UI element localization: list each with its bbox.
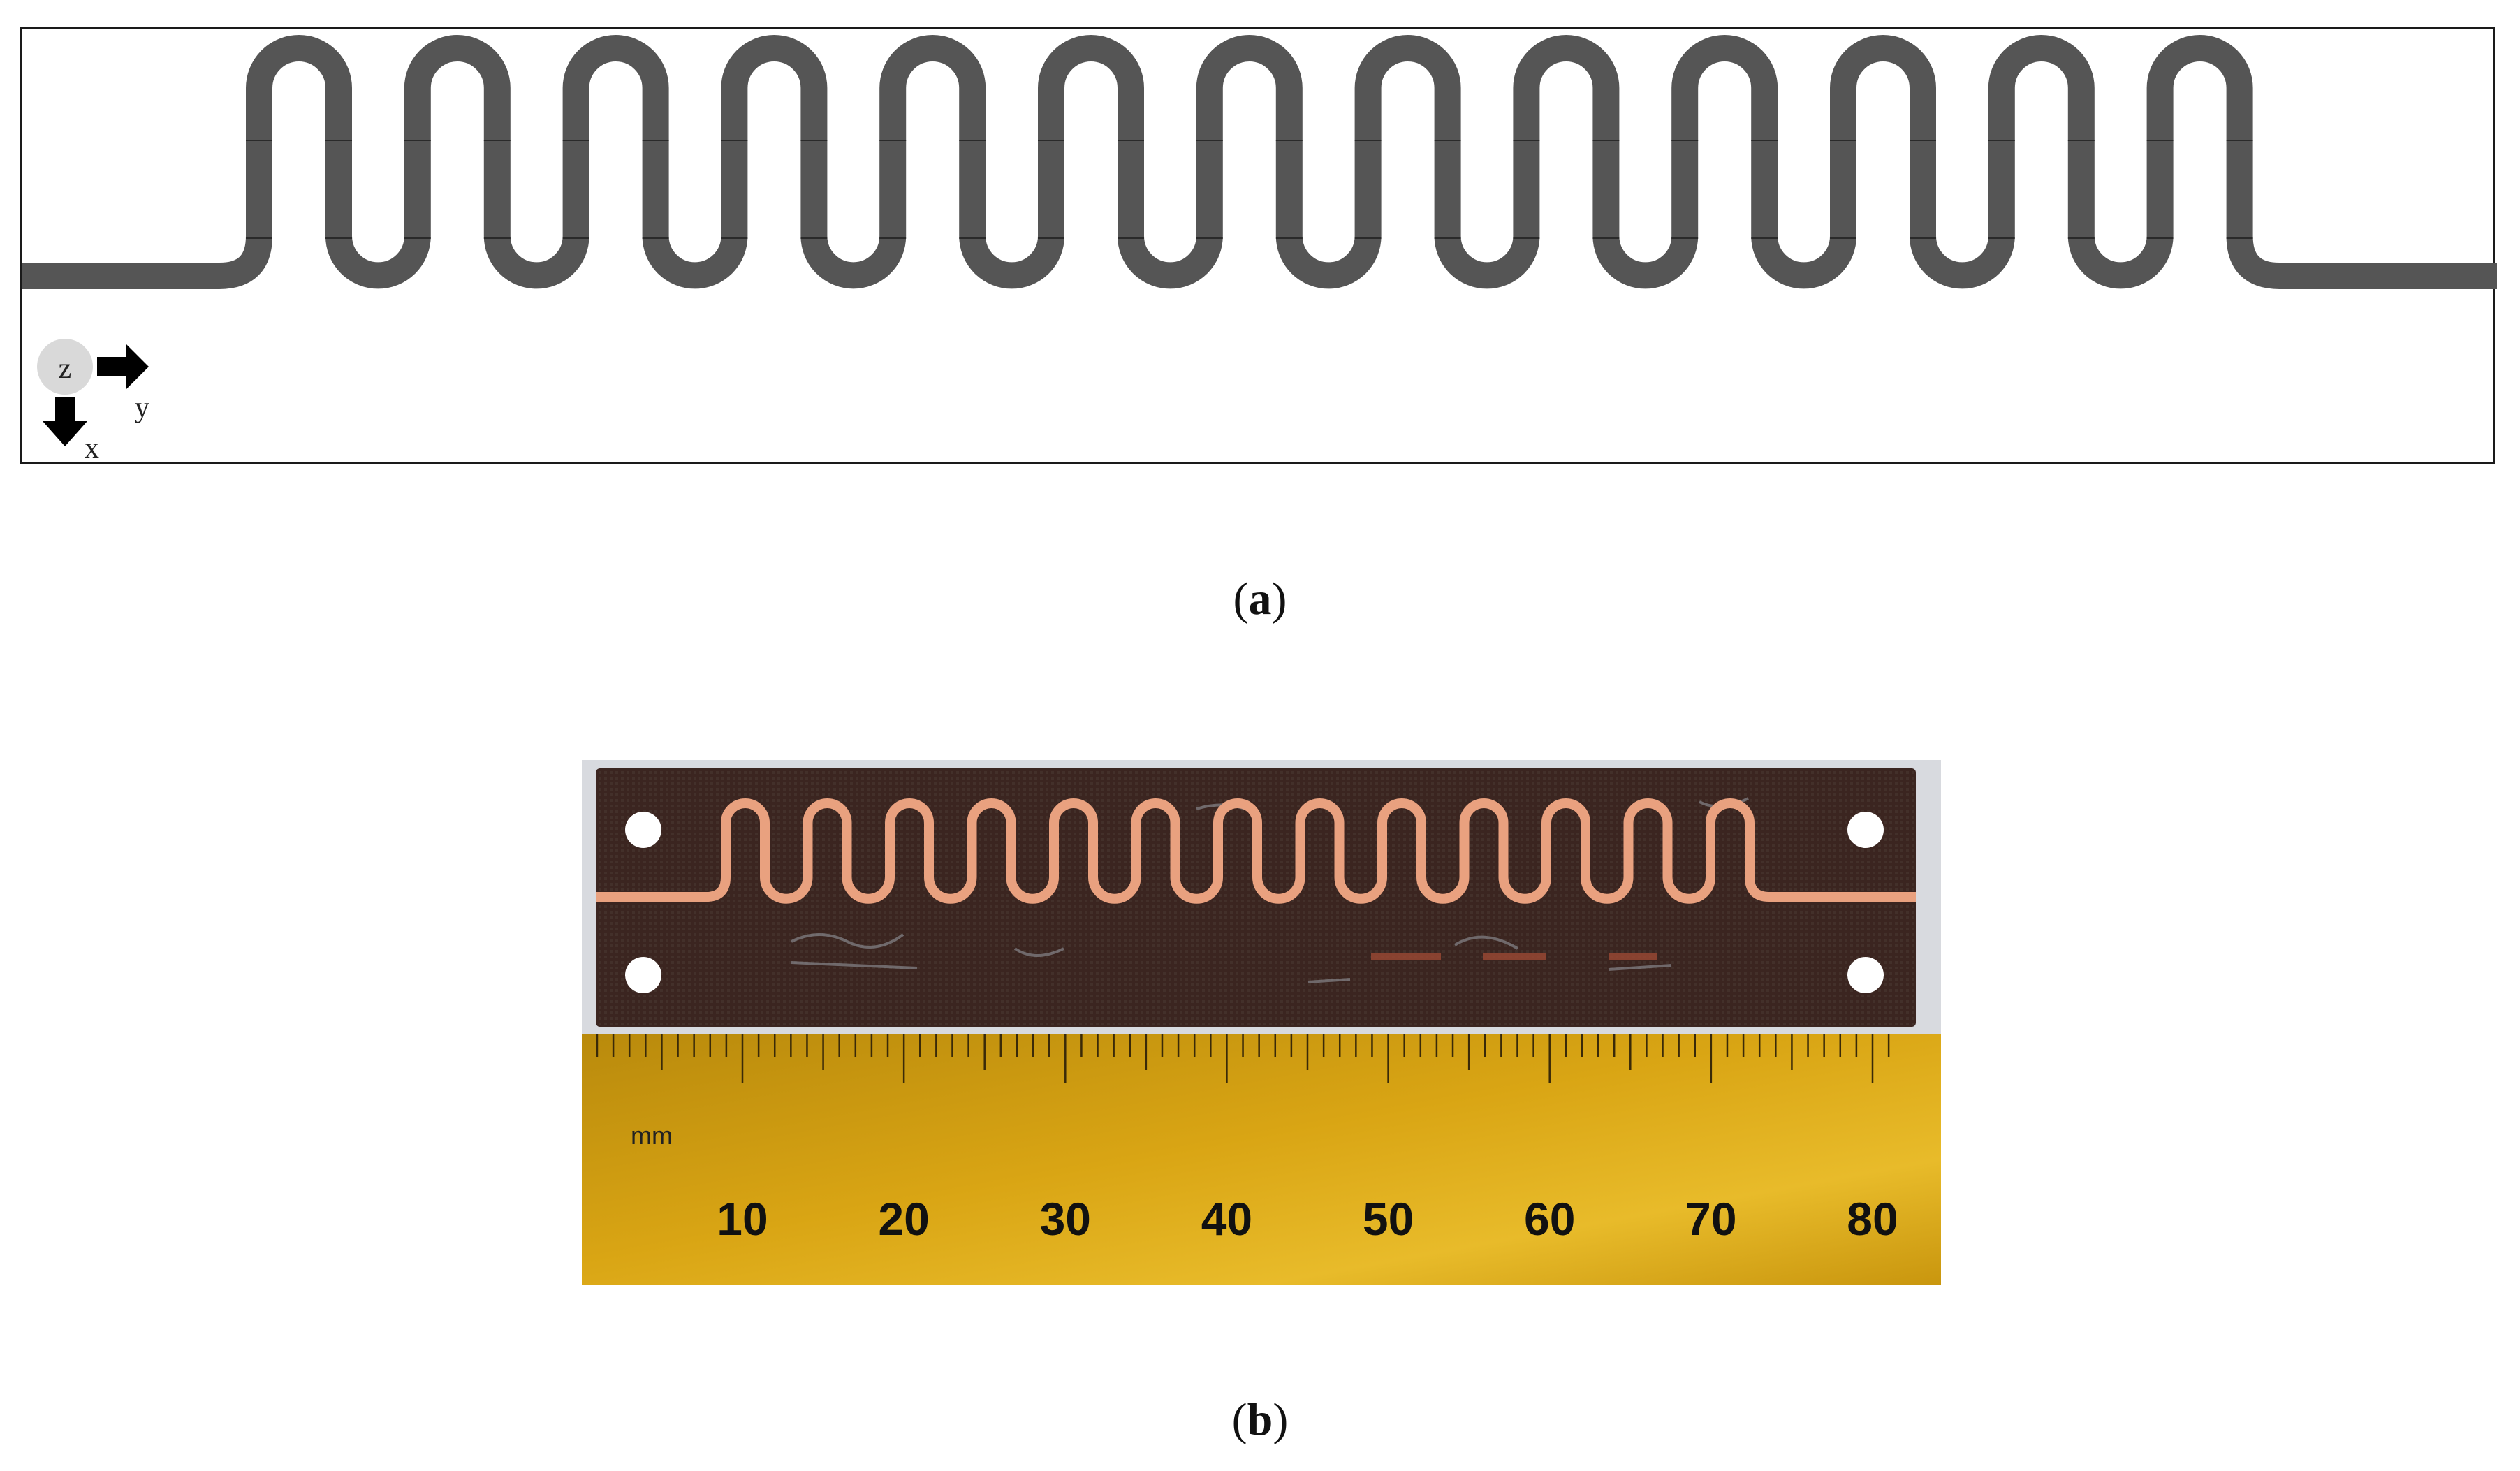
caption-a-open: ( (1233, 573, 1249, 624)
ruler-number: 20 (878, 1193, 929, 1245)
mounting-hole-bottom-left (625, 957, 661, 993)
y-axis-label: y (135, 392, 149, 424)
ruler-number: 80 (1847, 1193, 1898, 1245)
ruler (582, 1034, 1941, 1285)
caption-b: (b) (0, 1393, 2520, 1447)
photo-drawing: mm 10 20 30 40 50 60 70 80 (582, 760, 1941, 1285)
meander-trace-drawing: z y x (22, 35, 2497, 464)
ruler-number: 70 (1685, 1193, 1736, 1245)
mounting-hole-top-left (625, 812, 661, 848)
z-axis-label: z (59, 353, 72, 385)
board-smudges (791, 797, 1749, 983)
caption-b-label: b (1247, 1394, 1273, 1445)
ruler-number: 60 (1524, 1193, 1575, 1245)
y-axis-arrow (97, 344, 149, 389)
caption-b-open: ( (1231, 1394, 1247, 1445)
ruler-ticks (596, 1034, 1890, 1083)
trace-segment-lines (246, 140, 2253, 239)
ruler-number: 10 (717, 1193, 768, 1245)
ruler-number: 40 (1201, 1193, 1252, 1245)
meander-trace (22, 35, 2497, 289)
copper-meander-trace (596, 798, 1916, 904)
ruler-unit-label: mm (631, 1121, 673, 1150)
ruler-number: 30 (1040, 1193, 1091, 1245)
ruler-number: 50 (1363, 1193, 1414, 1245)
fabricated-board-photo: mm 10 20 30 40 50 60 70 80 (582, 760, 1941, 1285)
ruler-numbers: 10 20 30 40 50 60 70 80 (717, 1193, 1898, 1245)
caption-a: (a) (0, 573, 2520, 626)
caption-a-label: a (1248, 573, 1272, 624)
lower-copper-segments (1371, 953, 1657, 960)
x-axis-label: x (85, 432, 99, 464)
mounting-hole-bottom-right (1847, 957, 1884, 993)
layout-diagram-panel: z y x (20, 27, 2497, 464)
z-axis-circle (37, 339, 93, 395)
x-axis-arrow (43, 397, 87, 446)
caption-a-close: ) (1271, 573, 1287, 624)
mounting-hole-top-right (1847, 812, 1884, 848)
caption-b-close: ) (1273, 1394, 1289, 1445)
axis-triad: z y x (37, 339, 149, 464)
